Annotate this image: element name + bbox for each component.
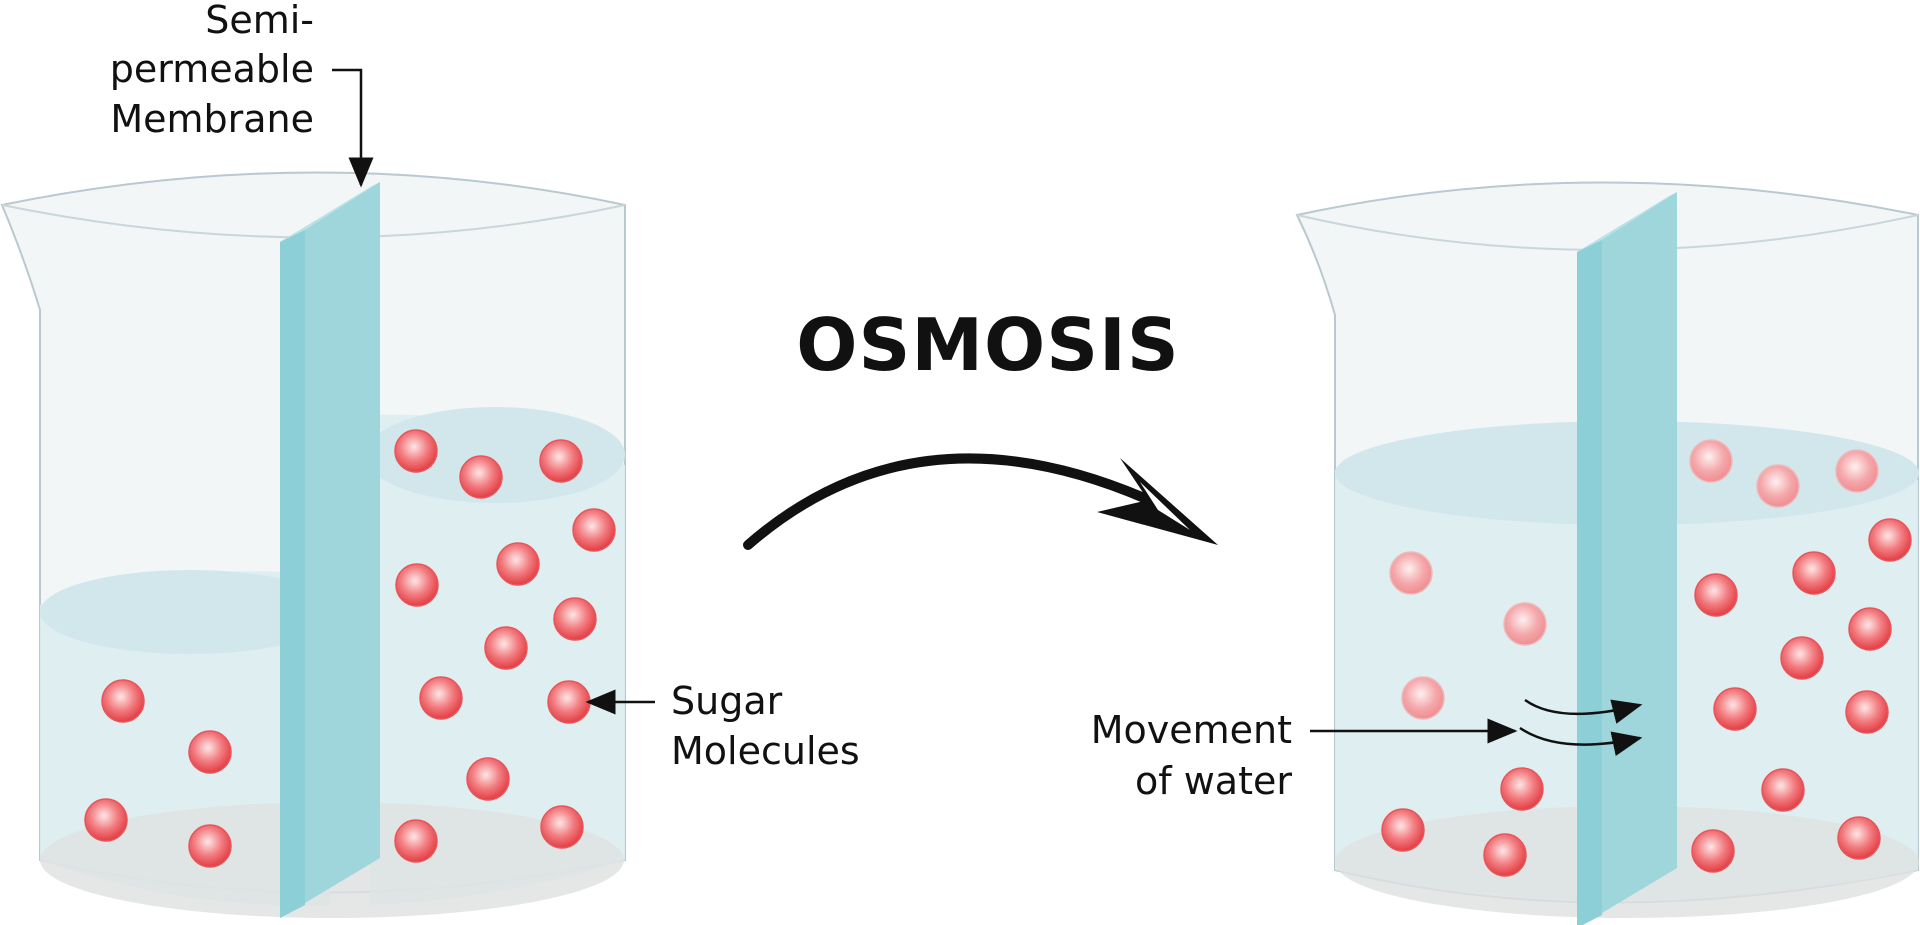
sugar-molecule [1761, 768, 1805, 812]
sugar-molecule [1848, 607, 1892, 651]
sugar-molecule [188, 824, 232, 868]
sugar-molecule [484, 626, 528, 670]
process-arrow [743, 453, 1218, 550]
sugar-molecule [572, 508, 616, 552]
left-membrane-top [280, 182, 380, 242]
diagram-title: OSMOSIS [796, 303, 1179, 387]
sugar-molecule [395, 563, 439, 607]
sugar-molecule [84, 798, 128, 842]
left-beaker [0, 171, 626, 918]
sugar-molecule [1792, 551, 1836, 595]
left-beaker-molecules [84, 429, 616, 868]
sugar-label-line2: Molecules [671, 729, 860, 773]
sugar-molecule [394, 429, 438, 473]
sugar-molecule [419, 676, 463, 720]
water-flow-arrow-1 [1524, 698, 1643, 724]
sugar-molecule [1500, 767, 1544, 811]
right-membrane-top [1577, 192, 1677, 252]
membrane-label: Semi- permeable Membrane [110, 0, 374, 188]
sugar-molecule [496, 542, 540, 586]
process-arrow-shaft [743, 453, 1165, 550]
membrane-pointer [332, 68, 374, 188]
sugar-molecule [1381, 808, 1425, 852]
membrane-label-line1: Semi- [205, 0, 314, 42]
sugar-molecule [1503, 602, 1547, 646]
sugar-molecule [1780, 636, 1824, 680]
sugar-molecule [1835, 449, 1879, 493]
water-label-line2: of water [1135, 759, 1292, 803]
membrane-label-line3: Membrane [110, 97, 314, 141]
sugar-label-line1: Sugar [671, 679, 783, 723]
sugar-molecule [539, 439, 583, 483]
right-beaker-molecules [1381, 439, 1912, 877]
sugar-molecule [1691, 829, 1735, 873]
sugar-molecule [1389, 551, 1433, 595]
sugar-molecule [547, 680, 591, 724]
process-arrow-head-inner [1140, 482, 1190, 530]
sugar-molecule [188, 730, 232, 774]
left-water-surface-low [40, 570, 340, 654]
sugar-molecule [466, 757, 510, 801]
right-membrane-face [1577, 240, 1602, 925]
sugar-molecule [1713, 687, 1757, 731]
sugar-molecule [1868, 518, 1912, 562]
sugar-molecule [1483, 833, 1527, 877]
left-membrane-face [280, 230, 305, 918]
water-label: Movement of water [1091, 698, 1643, 803]
sugar-molecule [553, 597, 597, 641]
sugar-molecule [1756, 464, 1800, 508]
sugar-molecule [1845, 690, 1889, 734]
sugar-label: Sugar Molecules [585, 679, 860, 773]
sugar-molecule [1689, 439, 1733, 483]
sugar-molecule [1837, 816, 1881, 860]
water-flow-arrow-2 [1519, 726, 1643, 756]
sugar-molecule [101, 679, 145, 723]
sugar-molecule [394, 819, 438, 863]
membrane-label-line2: permeable [110, 47, 314, 91]
water-label-line1: Movement [1091, 708, 1292, 752]
right-beaker [1295, 181, 1919, 925]
sugar-molecule [459, 455, 503, 499]
sugar-molecule [1694, 573, 1738, 617]
sugar-molecule [540, 805, 584, 849]
sugar-molecule [1401, 676, 1445, 720]
